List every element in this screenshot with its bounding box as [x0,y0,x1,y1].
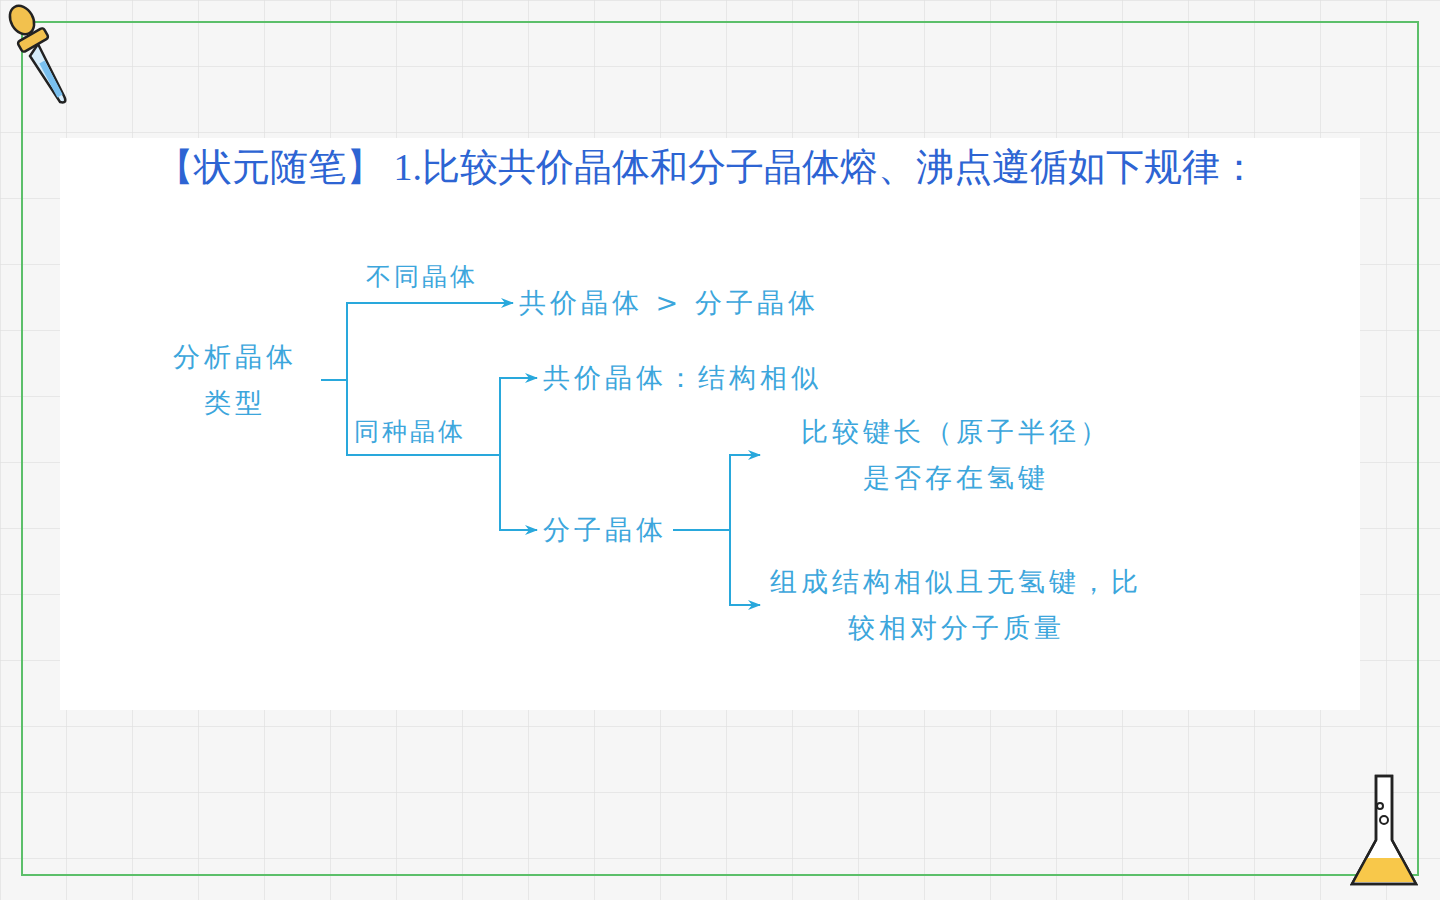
node-text: 共价晶体 > 分子晶体 [519,280,819,326]
heading-text: 【状元随笔】 1.比较共价晶体和分子晶体熔、沸点遵循如下规律： [60,138,1360,196]
tree-node: 比较键长（原子半径）是否存在氢键 [766,409,1146,501]
node-text: 共价晶体：结构相似 [543,355,822,401]
node-text: 是否存在氢键 [766,455,1146,501]
node-text: 分子晶体 [543,507,667,553]
tree-connector [321,378,537,455]
tree-connector [673,455,760,530]
node-text: 比较键长（原子半径） [766,409,1146,455]
white-panel [60,138,1360,710]
tree-node: 组成结构相似且无氢键，比较相对分子质量 [766,559,1146,651]
tree-connector [321,380,537,530]
tree-node: 分析晶体 类型 [155,334,315,426]
branch-label: 不同晶体 [366,262,478,292]
node-text: 分析晶体 类型 [155,334,315,426]
flask-icon [1352,776,1416,884]
dropper-icon [5,2,65,103]
tree-node: 共价晶体：结构相似 [543,355,822,401]
tree-connector [321,303,513,380]
node-text: 组成结构相似且无氢键，比较相对分子质量 [766,559,1146,651]
tree-node: 分子晶体 [543,507,667,553]
tree-node: 共价晶体 > 分子晶体 [519,280,819,326]
tree-connector [673,530,760,605]
branch-label: 同种晶体 [354,417,466,447]
